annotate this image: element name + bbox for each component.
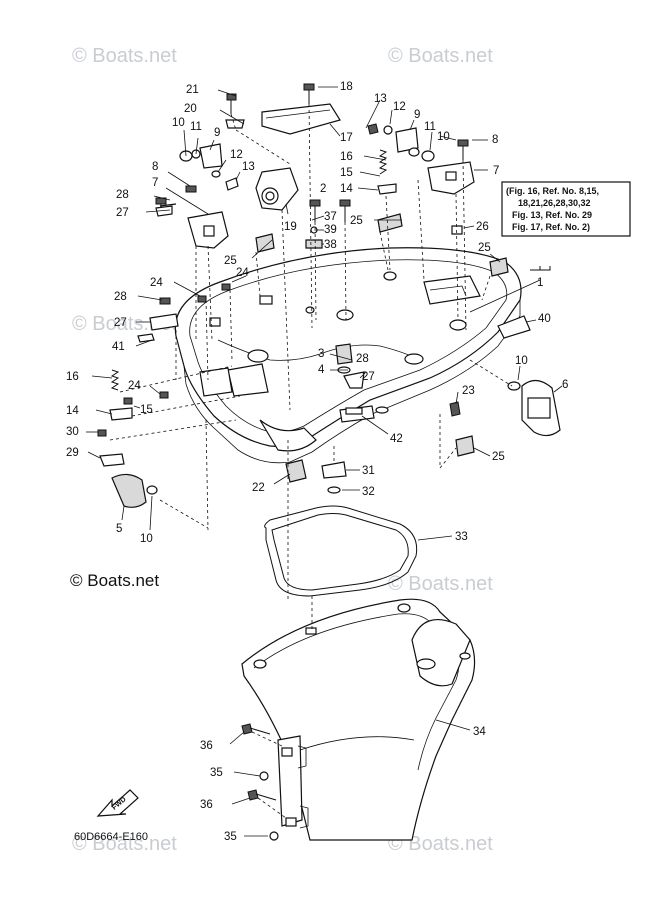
callout: 1 xyxy=(537,277,543,289)
callout: 33 xyxy=(455,531,468,543)
callout: 10 xyxy=(437,131,450,143)
leader-lines xyxy=(86,86,563,837)
callout: 28 xyxy=(116,189,129,201)
small-parts-drawing xyxy=(97,83,561,841)
callout: 15 xyxy=(340,167,353,179)
callout: 40 xyxy=(538,313,551,325)
callout: 10 xyxy=(515,355,528,367)
fwd-arrow-icon: FWD xyxy=(96,789,139,817)
callout: 9 xyxy=(214,127,220,139)
callout: 10 xyxy=(172,117,185,129)
callout: 28 xyxy=(356,353,369,365)
callout: 6 xyxy=(562,379,568,391)
callout: 27 xyxy=(362,371,375,383)
callout: 5 xyxy=(116,523,122,535)
callout: 9 xyxy=(414,109,420,121)
callout: 11 xyxy=(190,121,202,133)
callout: 25 xyxy=(492,451,505,463)
callout: 26 xyxy=(476,221,489,233)
callout: 27 xyxy=(114,317,127,329)
callout: 12 xyxy=(393,101,406,113)
callout: 20 xyxy=(184,103,197,115)
callout: 14 xyxy=(66,405,79,417)
callout: 18 xyxy=(340,81,353,93)
callout: 15 xyxy=(140,404,153,416)
callout: 8 xyxy=(152,161,158,173)
callout: 25 xyxy=(224,255,237,267)
callout: 28 xyxy=(114,291,127,303)
callout: 37 xyxy=(324,211,337,223)
callout: 22 xyxy=(252,482,265,494)
callout: 19 xyxy=(284,221,297,233)
callout: 35 xyxy=(210,767,223,779)
copyright-notice: © Boats.net xyxy=(70,571,159,590)
callout: 10 xyxy=(140,533,153,545)
callout: 13 xyxy=(242,161,255,173)
callout: 36 xyxy=(200,740,213,752)
watermark: © Boats.net xyxy=(72,45,177,67)
callout: 24 xyxy=(150,277,163,289)
callout: 42 xyxy=(390,433,403,445)
note-line: Fig. 17, Ref. No. 2) xyxy=(512,222,590,232)
callout: 4 xyxy=(318,364,325,376)
callout: 3 xyxy=(318,348,324,360)
seal-drawing xyxy=(264,505,418,597)
callout: 23 xyxy=(462,385,475,397)
callout: 14 xyxy=(340,183,353,195)
callout: 32 xyxy=(362,486,375,498)
watermark: © Boats.net xyxy=(388,45,493,67)
reference-note: (Fig. 16, Ref. No. 8,15, 18,21,26,28,30,… xyxy=(501,181,631,237)
callout: 39 xyxy=(324,224,337,236)
callout: 2 xyxy=(320,183,326,195)
callout: 25 xyxy=(478,242,491,254)
callout-numbers: 1 2 3 4 5 6 7 7 8 8 9 9 10 10 10 10 11 1… xyxy=(66,81,568,843)
callout: 38 xyxy=(324,239,337,251)
watermark: © Boats.net xyxy=(72,833,177,855)
callout: 35 xyxy=(224,831,237,843)
callout: 7 xyxy=(493,165,499,177)
callout: 25 xyxy=(350,215,363,227)
callout: 17 xyxy=(340,132,353,144)
callout: 34 xyxy=(473,726,486,738)
callout: 30 xyxy=(66,426,79,438)
diagram-code: 60D6664-E160 xyxy=(74,831,148,843)
note-line: (Fig. 16, Ref. No. 8,15, xyxy=(506,186,599,196)
callout: 29 xyxy=(66,447,79,459)
callout: 36 xyxy=(200,799,213,811)
callout: 24 xyxy=(236,267,249,279)
note-line: Fig. 13, Ref. No. 29 xyxy=(512,210,592,220)
callout: 41 xyxy=(112,341,125,353)
bottom-cover-drawing xyxy=(241,598,476,841)
callout: 31 xyxy=(362,465,375,477)
callout: 8 xyxy=(492,134,498,146)
callout: 24 xyxy=(128,380,141,392)
callout: 13 xyxy=(374,93,387,105)
note-line: 18,21,26,28,30,32 xyxy=(518,198,591,208)
callout: 21 xyxy=(186,84,199,96)
callout: 7 xyxy=(152,177,158,189)
watermark: © Boats.net xyxy=(388,573,493,595)
callout: 16 xyxy=(66,371,79,383)
callout: 27 xyxy=(116,207,129,219)
callout: 12 xyxy=(230,149,243,161)
watermark: © Boats.net xyxy=(388,833,493,855)
callout: 11 xyxy=(424,121,436,133)
callout: 16 xyxy=(340,151,353,163)
